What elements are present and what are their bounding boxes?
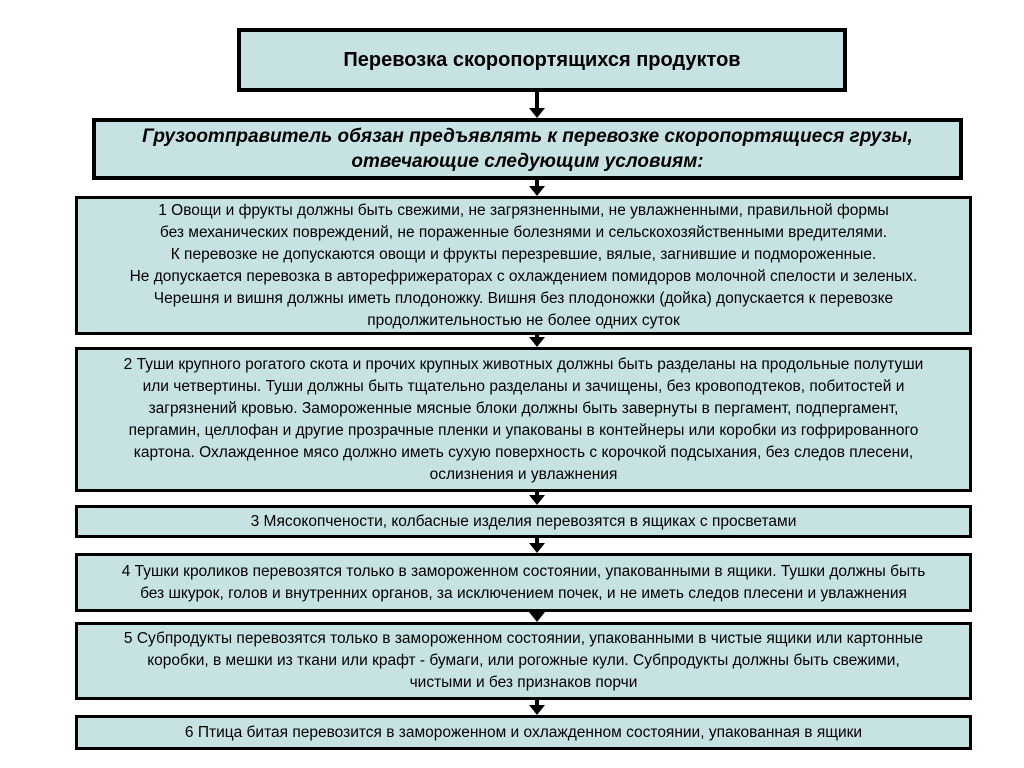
flowchart-title-box: Перевозка скоропортящихся продуктов <box>237 28 847 92</box>
condition-box-1-vegetables-fruits: 1 Овощи и фрукты должны быть свежими, не… <box>75 196 972 335</box>
arrow-stem <box>535 700 539 705</box>
arrow-stem <box>535 92 539 108</box>
text-line: 3 Мясокопчености, колбасные изделия пере… <box>250 512 797 530</box>
text-line: Грузоотправитель обязан предъявлять к пе… <box>142 126 913 147</box>
condition-box-5-offal: 5 Субпродукты перевозятся только в замор… <box>75 622 972 700</box>
arrow-stem <box>535 492 539 495</box>
condition-box-3-smoked-meats: 3 Мясокопчености, колбасные изделия пере… <box>75 505 972 538</box>
down-arrow <box>529 538 545 553</box>
text-line: К перевозке не допускаются овощи и фрукт… <box>170 245 877 263</box>
arrow-head-icon <box>529 495 545 505</box>
text-line: пергамин, целлофан и другие прозрачные п… <box>128 421 919 439</box>
arrow-stem <box>535 538 539 543</box>
condition-box-2-carcasses: 2 Туши крупного рогатого скота и прочих … <box>75 347 972 492</box>
text-line: без шкурок, голов и внутренних органов, … <box>140 584 907 602</box>
text-line: коробки, в мешки из ткани или крафт - бу… <box>147 652 900 669</box>
text-line: 5 Субпродукты перевозятся только в замор… <box>123 630 924 647</box>
text-line: отвечающие следующим условиям: <box>351 151 704 172</box>
text-line: продолжительностью не более одних суток <box>367 311 680 329</box>
arrow-head-icon <box>529 612 545 622</box>
text-line: 4 Тушки кроликов перевозятся только в за… <box>121 562 926 580</box>
down-arrow <box>529 612 545 622</box>
text-line: картона. Охлажденное мясо должно иметь с… <box>133 443 914 461</box>
down-arrow <box>529 92 545 118</box>
arrow-stem <box>535 335 539 337</box>
down-arrow <box>529 180 545 196</box>
text-line: Не допускается перевозка в авторефрижера… <box>129 267 918 285</box>
text-line: или четвертины. Туши должны быть тщатель… <box>142 377 905 395</box>
text-line: без механических повреждений, не поражен… <box>159 223 888 241</box>
arrow-head-icon <box>529 186 545 196</box>
arrow-stem <box>535 180 539 186</box>
down-arrow <box>529 700 545 715</box>
down-arrow <box>529 335 545 347</box>
down-arrow <box>529 492 545 505</box>
text-line: ослизнения и увлажнения <box>429 465 618 483</box>
text-line: 6 Птица битая перевозится в замороженном… <box>184 723 863 741</box>
arrow-head-icon <box>529 108 545 118</box>
text-line: 1 Овощи и фрукты должны быть свежими, не… <box>158 201 889 219</box>
arrow-head-icon <box>529 543 545 553</box>
text-line: чистыми и без признаков порчи <box>409 674 638 691</box>
text-line: 2 Туши крупного рогатого скота и прочих … <box>123 355 924 373</box>
arrow-head-icon <box>529 337 545 347</box>
flowchart-title: Перевозка скоропортящихся продуктов <box>343 48 741 71</box>
condition-box-6-poultry: 6 Птица битая перевозится в замороженном… <box>75 715 972 750</box>
condition-box-4-rabbit-carcasses: 4 Тушки кроликов перевозятся только в за… <box>75 553 972 612</box>
text-line: загрязнений кровью. Замороженные мясные … <box>148 399 899 417</box>
text-line: Черешня и вишня должны иметь плодоножку.… <box>153 289 894 307</box>
arrow-head-icon <box>529 705 545 715</box>
shipper-requirement-box: Грузоотправитель обязан предъявлять к пе… <box>92 118 963 180</box>
